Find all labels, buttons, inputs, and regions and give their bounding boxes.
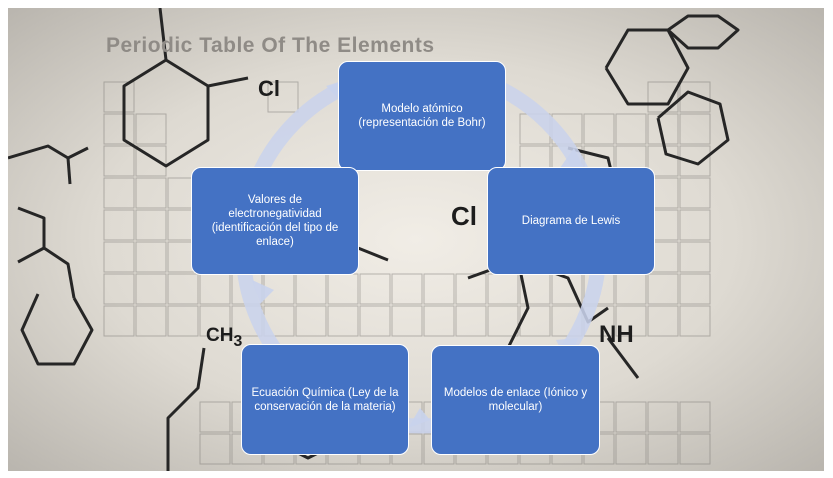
methyl-label: CH3	[206, 325, 242, 351]
methyl-label-main: CH	[206, 325, 234, 346]
cycle-node-electronegativity: Valores de electronegatividad (identific…	[191, 167, 359, 275]
cycle-arrow-icon	[252, 280, 274, 304]
cycle-arrow-icon	[408, 408, 430, 428]
cycle-node-label: Modelos de enlace (Iónico y molecular)	[443, 387, 588, 413]
cycle-node-label: Valores de electronegatividad (identific…	[211, 194, 339, 248]
slide: Periodic Table Of The Elements Cl Cl NH …	[8, 8, 824, 471]
chlorine-label-top: Cl	[258, 76, 280, 101]
cycle-node-label: Diagrama de Lewis	[521, 215, 621, 227]
cycle-arrow-icon	[560, 148, 586, 172]
methyl-label-subscript: 3	[233, 332, 243, 350]
cycle-node-bond-models: Modelos de enlace (Iónico y molecular)	[431, 345, 600, 455]
amine-label: NH	[599, 321, 634, 348]
cycle-node-label: Ecuación Química (Ley de la conservación…	[251, 386, 399, 413]
cycle-node-atomic-model: Modelo atómico (representación de Bohr)	[338, 61, 506, 171]
cycle-node-label: Modelo atómico (representación de Bohr)	[358, 103, 486, 129]
cycle-node-lewis-diagram: Diagrama de Lewis	[487, 167, 655, 275]
cycle-node-chemical-equation: Ecuación Química (Ley de la conservación…	[241, 344, 409, 455]
periodic-table-title: Periodic Table Of The Elements	[106, 34, 435, 57]
chlorine-label-center: Cl	[451, 201, 477, 231]
